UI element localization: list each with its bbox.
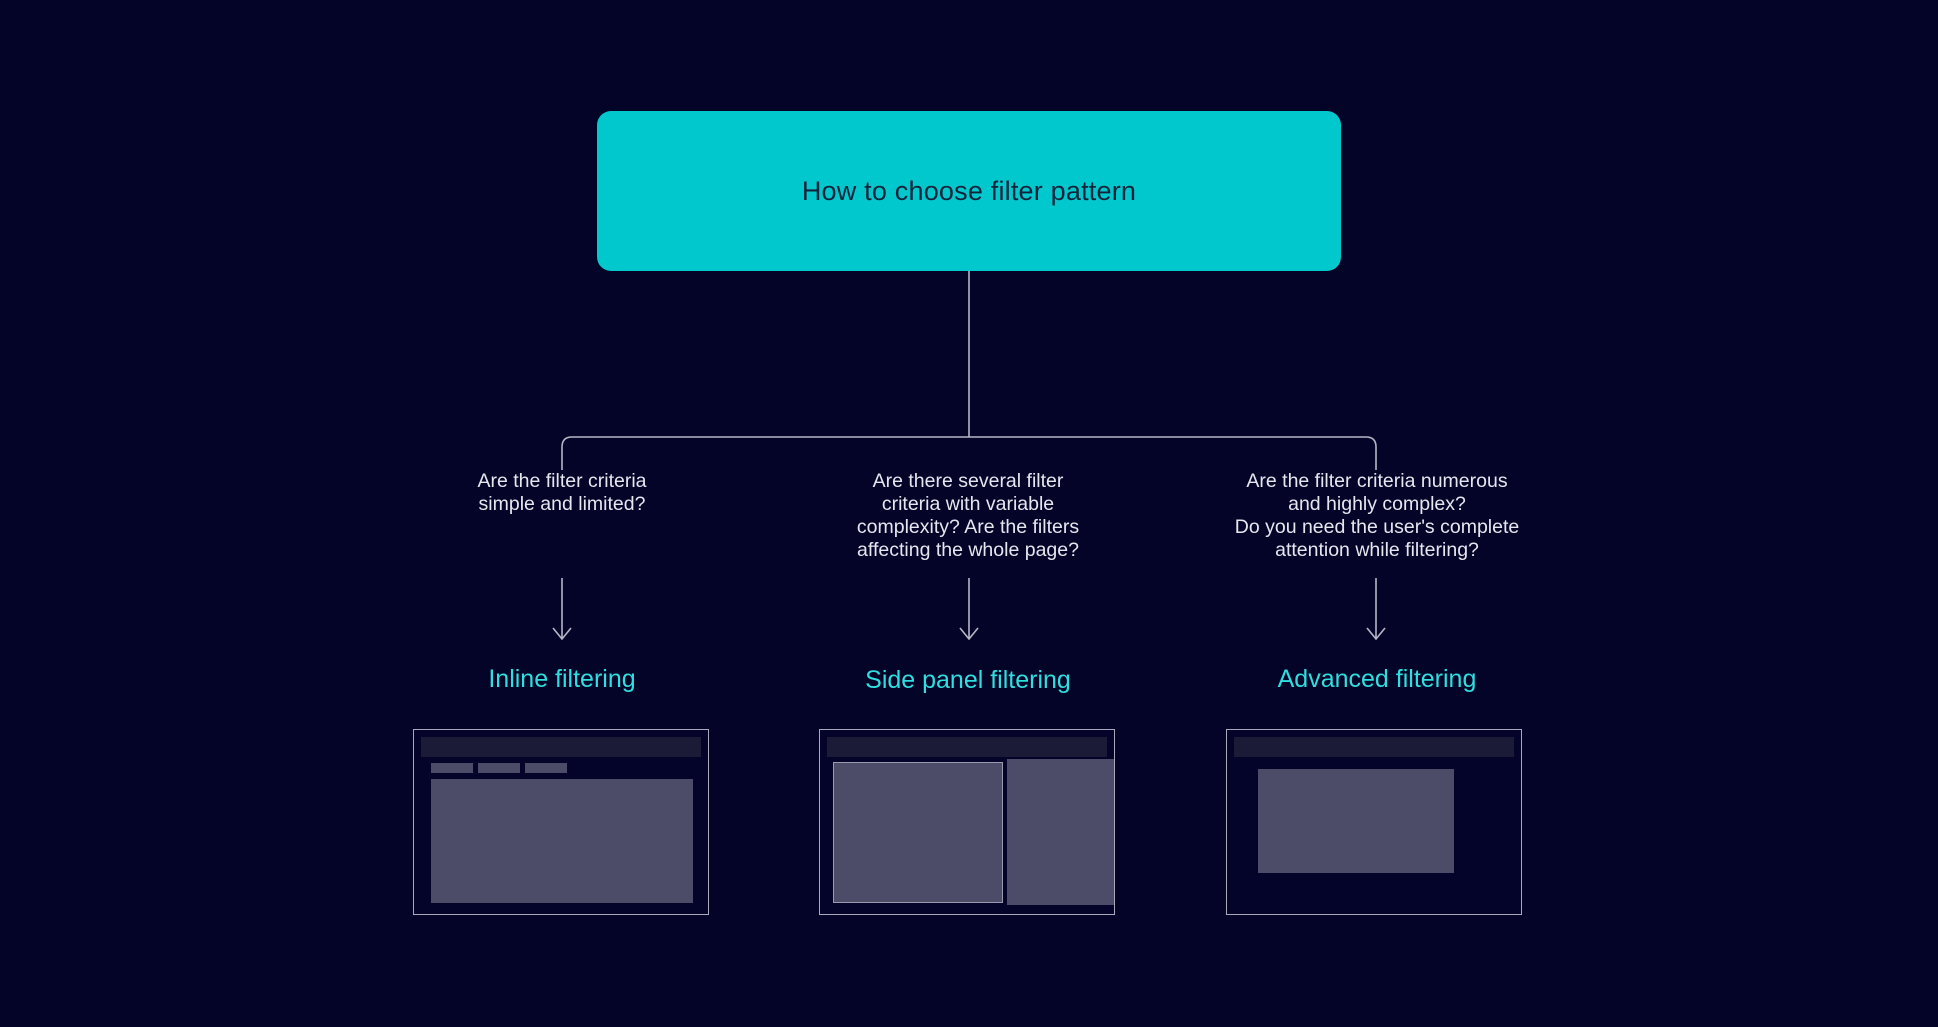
wireframe-header-bar-3 (1234, 737, 1514, 757)
modal-overlay-region (1258, 769, 1454, 873)
branch-bar (561, 436, 1377, 470)
branch-column-1: Are the filter criteria simple and limit… (397, 470, 727, 516)
content-area-2 (833, 762, 1003, 903)
filter-chip (525, 763, 567, 773)
inline-filtering-wireframe (413, 729, 709, 915)
wireframe-header-bar-2 (827, 737, 1107, 757)
filter-chip (478, 763, 520, 773)
wireframe-inner-1 (421, 737, 701, 907)
filter-chip (431, 763, 473, 773)
arrowhead-2 (959, 627, 979, 641)
wireframe-header-bar-1 (421, 737, 701, 757)
wireframe-inner-2 (827, 737, 1114, 907)
advanced-filtering-wireframe (1226, 729, 1522, 915)
inline-filter-chips (431, 763, 567, 773)
side-panel-filtering-wireframe (819, 729, 1115, 915)
root-node-label: How to choose filter pattern (801, 175, 1137, 206)
arrowhead-1 (552, 627, 572, 641)
outcome-label-advanced-filtering: Advanced filtering (1277, 665, 1477, 693)
outcome-label-side-panel-filtering: Side panel filtering (865, 666, 1071, 694)
question-text-1: Are the filter criteria simple and limit… (477, 470, 647, 515)
question-text-3: Are the filter criteria numerous and hig… (1234, 470, 1520, 561)
outcome-label-inline-filtering: Inline filtering (488, 665, 636, 693)
question-text-2: Are there several filter criteria with v… (856, 470, 1080, 561)
wireframe-inner-3 (1234, 737, 1514, 907)
arrowhead-3 (1366, 627, 1386, 641)
branch-column-2: Are there several filter criteria with v… (803, 470, 1133, 562)
branch-column-3: Are the filter criteria numerous and hig… (1212, 470, 1542, 562)
content-area-1 (431, 779, 693, 903)
side-panel-region (1007, 759, 1114, 905)
root-node: How to choose filter pattern (597, 111, 1341, 271)
